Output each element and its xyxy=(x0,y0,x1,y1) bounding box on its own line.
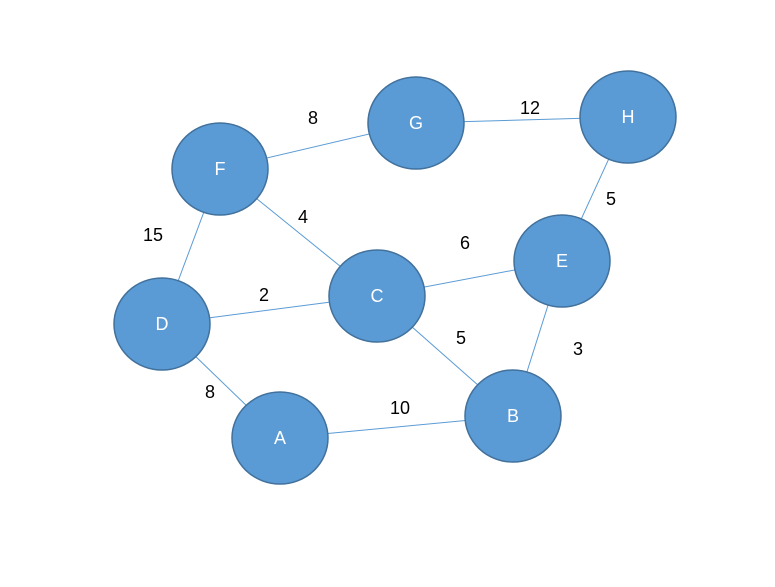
node-label-g: G xyxy=(409,113,423,133)
node-label-e: E xyxy=(556,251,568,271)
node-a: A xyxy=(231,391,329,485)
node-d: D xyxy=(113,277,211,371)
node-circle-f xyxy=(171,122,269,216)
node-circle-b xyxy=(464,369,562,463)
node-circle-g xyxy=(367,76,465,170)
node-label-c: C xyxy=(371,286,384,306)
node-label-a: A xyxy=(274,428,286,448)
node-circle-c xyxy=(328,249,426,343)
node-circle-a xyxy=(231,391,329,485)
node-h: H xyxy=(579,70,677,164)
edge-weight-g-h: 12 xyxy=(520,98,540,118)
node-circle-d xyxy=(113,277,211,371)
node-circle-e xyxy=(513,214,611,308)
node-label-b: B xyxy=(507,406,519,426)
node-circle-h xyxy=(579,70,677,164)
node-c: C xyxy=(328,249,426,343)
node-f: F xyxy=(171,122,269,216)
edge-weight-c-b: 5 xyxy=(456,328,466,348)
node-g: G xyxy=(367,76,465,170)
edge-weight-f-c: 4 xyxy=(298,207,308,227)
edge-weight-c-e: 6 xyxy=(460,233,470,253)
node-label-f: F xyxy=(215,159,226,179)
edge-weight-f-g: 8 xyxy=(308,108,318,128)
edge-weight-d-c: 2 xyxy=(259,285,269,305)
weights-layer: 8 12 15 4 2 6 5 5 3 8 10 xyxy=(143,98,616,418)
node-b: B xyxy=(464,369,562,463)
nodes-layer: A B C D E F G H xyxy=(113,70,677,485)
node-label-d: D xyxy=(156,314,169,334)
edge-weight-f-d: 15 xyxy=(143,225,163,245)
edge-weight-d-a: 8 xyxy=(205,382,215,402)
node-e: E xyxy=(513,214,611,308)
edge-weight-h-e: 5 xyxy=(606,189,616,209)
edge-weight-e-b: 3 xyxy=(573,339,583,359)
edge-weight-a-b: 10 xyxy=(390,398,410,418)
node-label-h: H xyxy=(622,107,635,127)
